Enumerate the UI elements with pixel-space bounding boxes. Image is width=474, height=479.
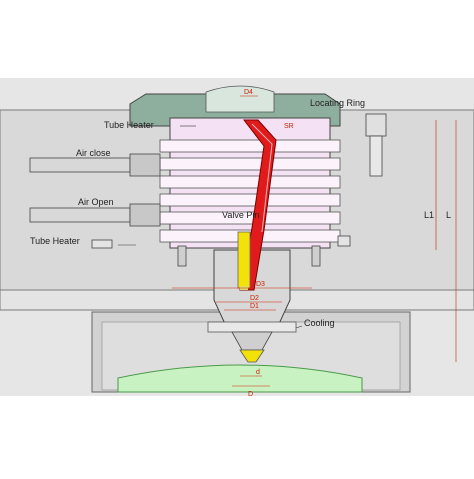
leader-lines <box>118 125 303 329</box>
dim-d3-label: D3 <box>256 281 265 288</box>
dimension-lines <box>172 95 457 387</box>
fin <box>159 139 341 153</box>
hose <box>29 207 131 223</box>
fin <box>159 175 341 189</box>
sprue-opening <box>205 85 275 113</box>
leader-cooling <box>295 325 303 329</box>
tube-heater-connector <box>91 239 113 249</box>
fitting <box>129 203 161 227</box>
dim-d-small-label: d <box>256 369 260 376</box>
valve-pin-label: Valve Pin <box>222 210 259 220</box>
air-open-label: Air Open <box>78 197 114 207</box>
l1-label: L1 <box>424 210 434 220</box>
screw-head <box>365 113 387 137</box>
cooling-label: Cooling <box>304 318 335 328</box>
tube-heater-bottom-label: Tube Heater <box>30 236 80 246</box>
dim-r-label: SR <box>284 123 294 130</box>
dim-d1-label: D1 <box>250 303 259 310</box>
fin <box>159 157 341 171</box>
tube-heater-top-label: Tube Heater <box>104 120 154 130</box>
fin <box>159 193 341 207</box>
dim-d4-label: D4 <box>244 89 253 96</box>
hose <box>29 157 131 173</box>
bolt <box>177 245 187 267</box>
air-open-hose <box>29 203 161 227</box>
nozzle-collar <box>207 321 297 333</box>
mold-cavity <box>117 364 363 393</box>
air-close-hose <box>29 153 161 177</box>
screw-shaft <box>369 135 383 177</box>
connector-right <box>337 235 351 247</box>
dim-d-large-label: D <box>248 391 253 398</box>
l-label: L <box>446 210 451 220</box>
valve-pin <box>237 231 251 289</box>
cooling-fins <box>159 139 341 243</box>
air-close-label: Air close <box>76 148 111 158</box>
gate-tip <box>239 349 265 363</box>
fitting <box>129 153 161 177</box>
bolt <box>311 245 321 267</box>
melt-channel-highlight <box>251 123 273 233</box>
dim-d2-label: D2 <box>250 295 259 302</box>
locating-ring-label: Locating Ring <box>310 98 365 108</box>
